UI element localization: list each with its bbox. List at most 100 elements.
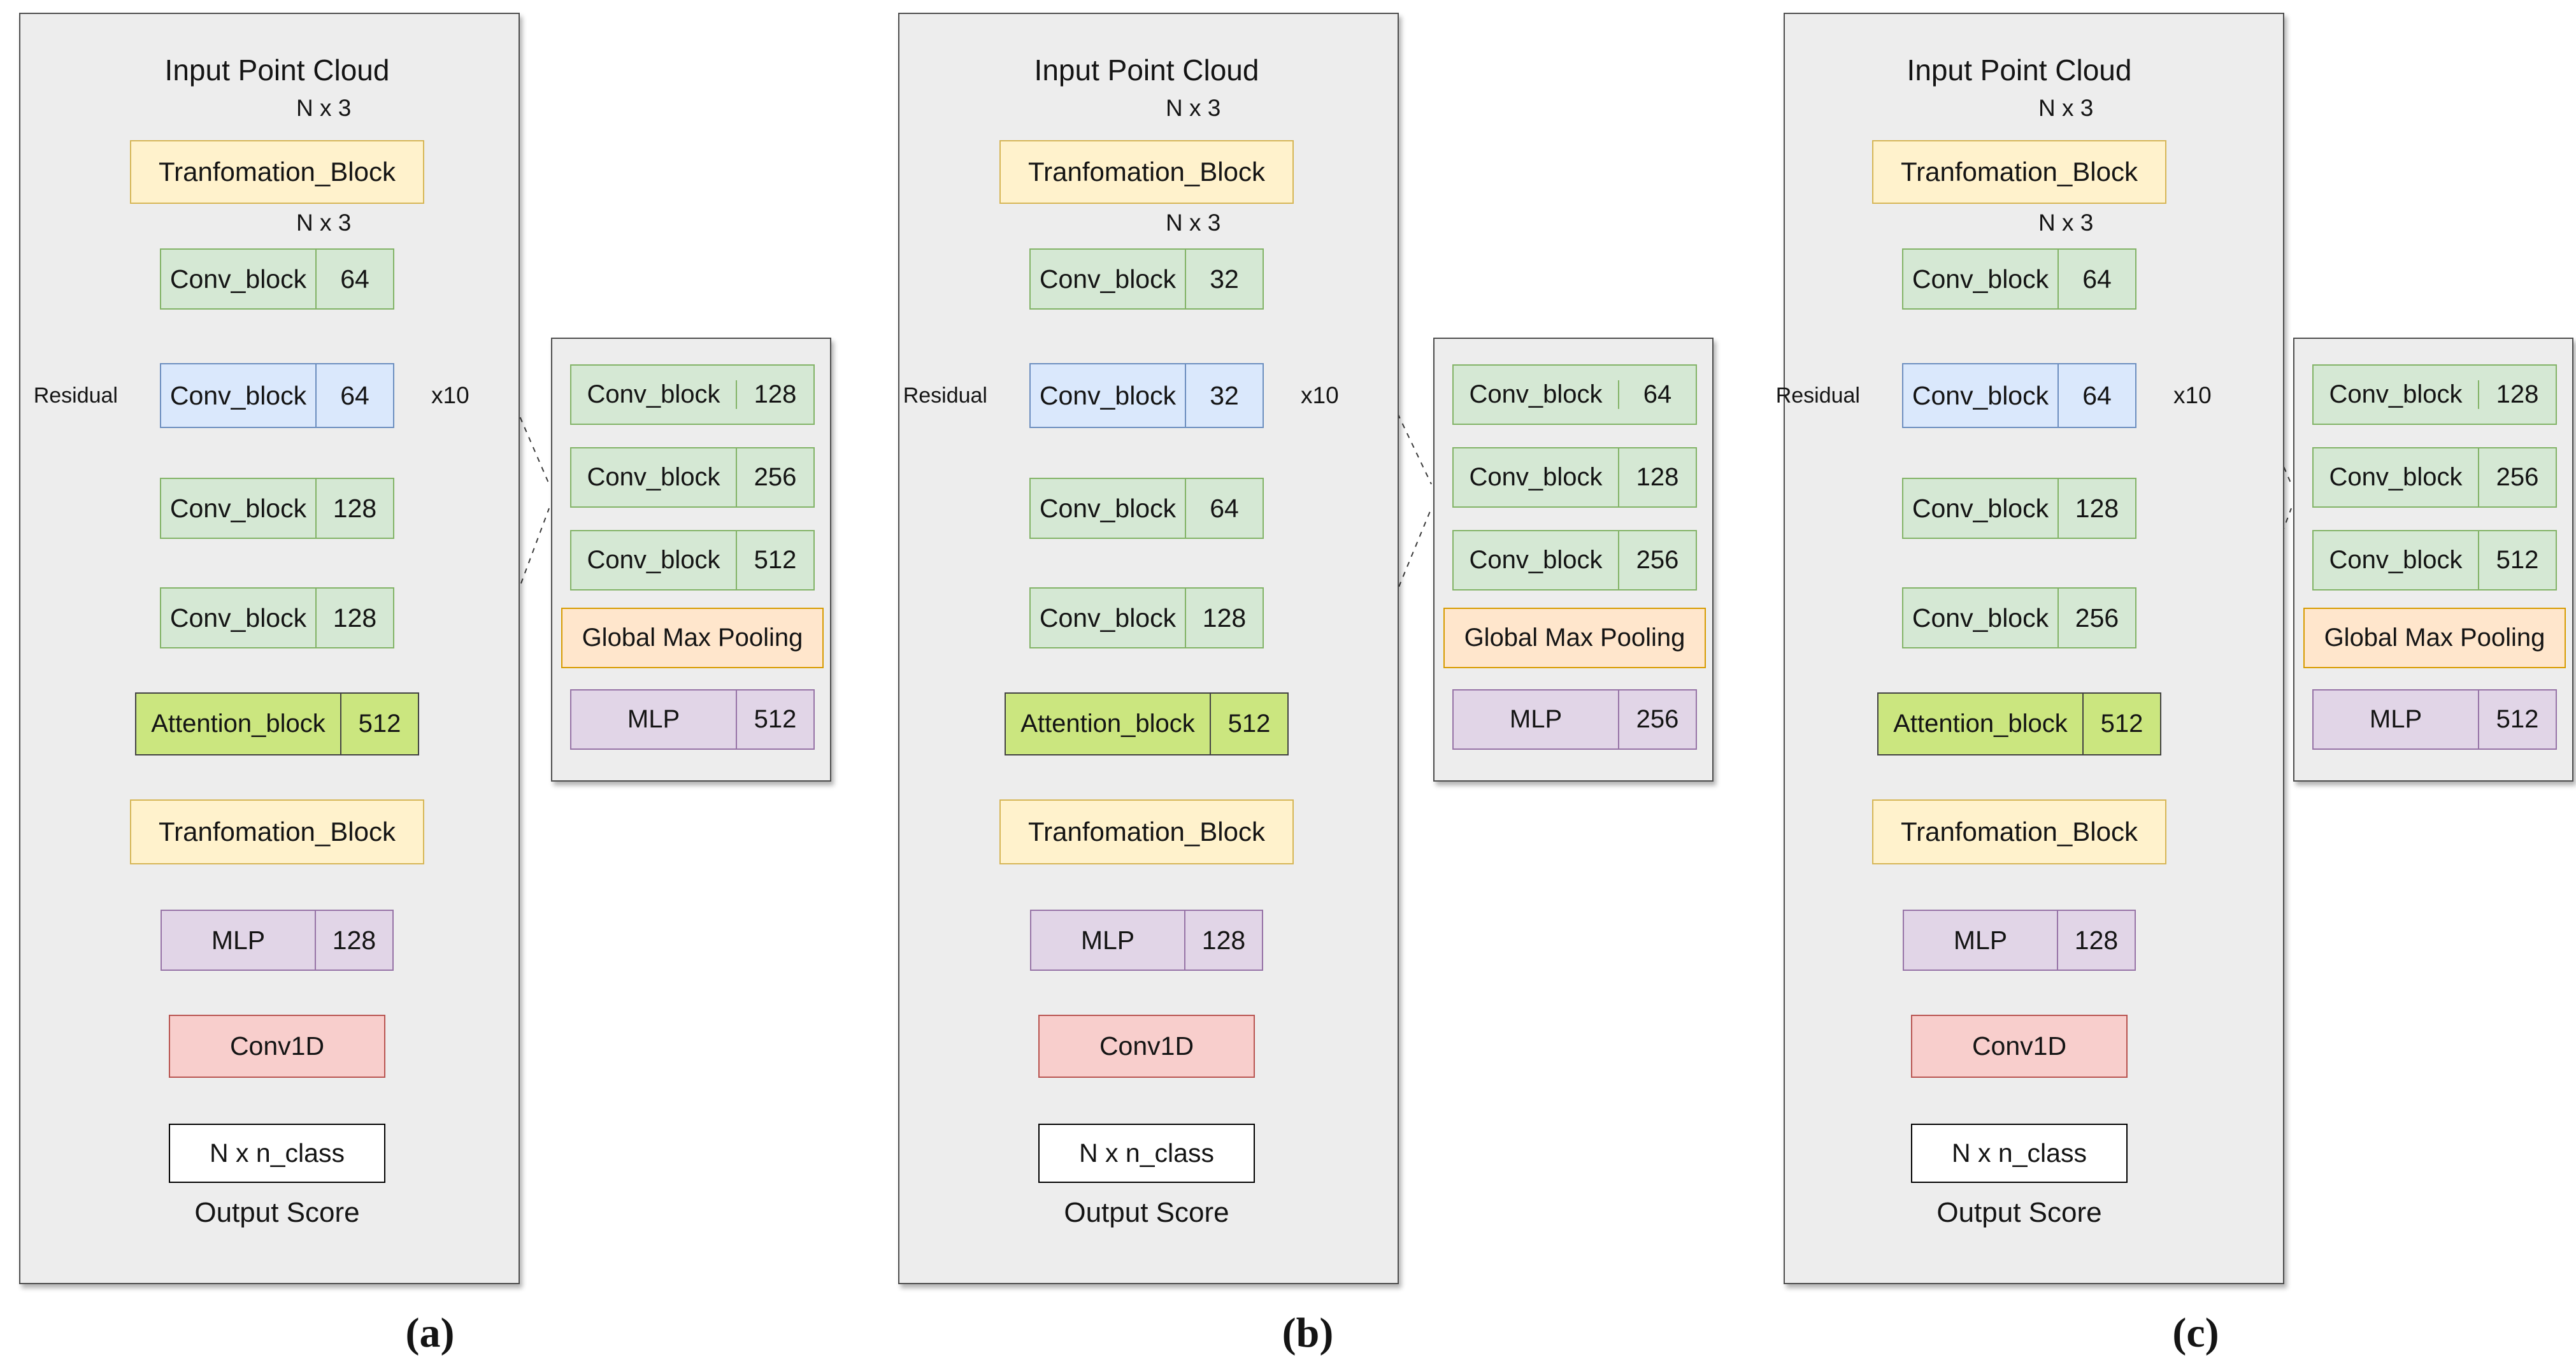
conv-block-2-label: Conv_block bbox=[1912, 493, 2049, 523]
side-mlp-block-label: MLP bbox=[1509, 705, 1563, 733]
side-mlp-block-label: MLP bbox=[627, 705, 680, 733]
attention-block-channels: 512 bbox=[2082, 694, 2160, 754]
output-dimension-box: N x n_class bbox=[1038, 1124, 1255, 1183]
dimension-label-input: N x 3 bbox=[296, 95, 352, 121]
subfigure-caption: (c) bbox=[2172, 1310, 2219, 1356]
transformation-block-1: Tranfomation_Block bbox=[1872, 140, 2166, 204]
residual-conv-block: Conv_block 64 bbox=[160, 363, 394, 428]
side-conv-block-1-label: Conv_block bbox=[1469, 380, 1603, 408]
mlp-block-label: MLP bbox=[211, 925, 266, 955]
attention-block-channels: 512 bbox=[1210, 694, 1287, 754]
architecture-panel: Input Point Cloud N x 3 Tranfomation_Blo… bbox=[1776, 13, 2576, 1367]
side-conv-block-1-channels: 128 bbox=[2478, 380, 2556, 409]
residual-conv-block-channels: 32 bbox=[1185, 364, 1263, 427]
side-conv-block-3: Conv_block 512 bbox=[570, 530, 815, 590]
conv-block-3: Conv_block 128 bbox=[160, 587, 394, 648]
attention-block-label: Attention_block bbox=[1020, 710, 1195, 738]
side-conv-block-2-label: Conv_block bbox=[587, 463, 720, 491]
global-max-pooling-block: Global Max Pooling bbox=[2303, 608, 2566, 668]
dimension-label-mid: N x 3 bbox=[2038, 210, 2094, 236]
mlp-block-channels: 128 bbox=[2057, 911, 2135, 970]
output-score-label: Output Score bbox=[1936, 1197, 2102, 1228]
conv-block-3-label: Conv_block bbox=[169, 603, 307, 633]
residual-label: Residual bbox=[1775, 383, 1860, 408]
side-conv-block-3-channels: 512 bbox=[2478, 531, 2556, 589]
residual-conv-block-channels: 64 bbox=[315, 364, 393, 427]
conv-block-1-label: Conv_block bbox=[1039, 264, 1177, 294]
mlp-block: MLP 128 bbox=[1903, 910, 2136, 971]
global-max-pooling-block: Global Max Pooling bbox=[561, 608, 824, 668]
residual-conv-block: Conv_block 32 bbox=[1029, 363, 1264, 428]
conv-block-1-label: Conv_block bbox=[169, 264, 307, 294]
transformation-detail-panel: Conv_block 128 Conv_block 256 Conv_block… bbox=[551, 338, 831, 782]
output-dimension-box: N x n_class bbox=[1911, 1124, 2128, 1183]
conv-block-1-channels: 64 bbox=[315, 250, 393, 308]
architecture-panel: Input Point Cloud N x 3 Tranfomation_Blo… bbox=[898, 13, 1714, 1367]
residual-conv-block-label: Conv_block bbox=[1912, 380, 2049, 410]
side-conv-block-2: Conv_block 256 bbox=[2312, 447, 2557, 508]
attention-block-label: Attention_block bbox=[1893, 710, 2068, 738]
side-conv-block-1: Conv_block 128 bbox=[570, 364, 815, 425]
side-mlp-block-channels: 512 bbox=[2478, 691, 2556, 748]
residual-conv-block: Conv_block 64 bbox=[1902, 363, 2136, 428]
side-conv-block-2-channels: 128 bbox=[1618, 448, 1696, 506]
attention-block: Attention_block 512 bbox=[1877, 692, 2161, 755]
repeat-x10-label: x10 bbox=[2173, 382, 2212, 408]
attention-block: Attention_block 512 bbox=[135, 692, 419, 755]
side-conv-block-3-label: Conv_block bbox=[587, 546, 720, 574]
conv-block-3: Conv_block 128 bbox=[1029, 587, 1264, 648]
transformation-block-2: Tranfomation_Block bbox=[999, 799, 1294, 864]
conv-block-1-label: Conv_block bbox=[1912, 264, 2049, 294]
residual-label: Residual bbox=[33, 383, 118, 408]
conv-block-3-label: Conv_block bbox=[1912, 603, 2049, 633]
subfigure-caption: (a) bbox=[405, 1310, 455, 1356]
side-conv-block-2-channels: 256 bbox=[2478, 448, 2556, 506]
architecture-panel: Input Point Cloud N x 3 Tranfomation_Blo… bbox=[19, 13, 831, 1367]
side-mlp-block: MLP 512 bbox=[570, 689, 815, 750]
side-mlp-block-channels: 512 bbox=[736, 691, 813, 748]
side-conv-block-1-label: Conv_block bbox=[587, 380, 720, 408]
side-conv-block-3-label: Conv_block bbox=[1469, 546, 1603, 574]
conv-block-3-channels: 128 bbox=[315, 589, 393, 647]
side-conv-block-2: Conv_block 128 bbox=[1452, 447, 1697, 508]
conv-block-2: Conv_block 128 bbox=[1902, 478, 2136, 539]
global-max-pooling-block: Global Max Pooling bbox=[1443, 608, 1706, 668]
input-point-cloud-label: Input Point Cloud bbox=[1034, 54, 1259, 87]
conv-block-2: Conv_block 64 bbox=[1029, 478, 1264, 539]
residual-conv-block-channels: 64 bbox=[2057, 364, 2135, 427]
dimension-label-input: N x 3 bbox=[1166, 95, 1221, 121]
transformation-block-1: Tranfomation_Block bbox=[999, 140, 1294, 204]
side-mlp-block-channels: 256 bbox=[1618, 691, 1696, 748]
side-conv-block-2: Conv_block 256 bbox=[570, 447, 815, 508]
attention-block-label: Attention_block bbox=[151, 710, 326, 738]
mlp-block: MLP 128 bbox=[1030, 910, 1263, 971]
side-conv-block-1: Conv_block 64 bbox=[1452, 364, 1697, 425]
conv-block-2-channels: 128 bbox=[315, 479, 393, 538]
output-dimension-box: N x n_class bbox=[169, 1124, 385, 1183]
side-conv-block-1: Conv_block 128 bbox=[2312, 364, 2557, 425]
conv-block-1-channels: 32 bbox=[1185, 250, 1263, 308]
conv1d-block: Conv1D bbox=[169, 1015, 385, 1078]
residual-conv-block-label: Conv_block bbox=[1039, 380, 1177, 410]
mlp-block-label: MLP bbox=[1953, 925, 2008, 955]
repeat-x10-label: x10 bbox=[1301, 382, 1339, 408]
side-conv-block-3-channels: 512 bbox=[736, 531, 813, 589]
conv-block-2-label: Conv_block bbox=[1039, 493, 1177, 523]
transformation-detail-panel: Conv_block 128 Conv_block 256 Conv_block… bbox=[2293, 338, 2573, 782]
output-score-label: Output Score bbox=[194, 1197, 360, 1228]
transformation-detail-panel: Conv_block 64 Conv_block 128 Conv_block … bbox=[1433, 338, 1714, 782]
side-conv-block-3: Conv_block 256 bbox=[1452, 530, 1697, 590]
conv-block-1: Conv_block 32 bbox=[1029, 248, 1264, 310]
side-conv-block-3-label: Conv_block bbox=[2329, 546, 2463, 574]
side-mlp-block-label: MLP bbox=[2369, 705, 2422, 733]
attention-block-channels: 512 bbox=[340, 694, 418, 754]
side-mlp-block: MLP 512 bbox=[2312, 689, 2557, 750]
side-conv-block-2-label: Conv_block bbox=[2329, 463, 2463, 491]
input-point-cloud-label: Input Point Cloud bbox=[1907, 54, 2132, 87]
side-conv-block-3: Conv_block 512 bbox=[2312, 530, 2557, 590]
dimension-label-input: N x 3 bbox=[2038, 95, 2094, 121]
mlp-block-channels: 128 bbox=[1184, 911, 1262, 970]
conv-block-3: Conv_block 256 bbox=[1902, 587, 2136, 648]
side-mlp-block: MLP 256 bbox=[1452, 689, 1697, 750]
subfigure-caption: (b) bbox=[1282, 1310, 1334, 1356]
